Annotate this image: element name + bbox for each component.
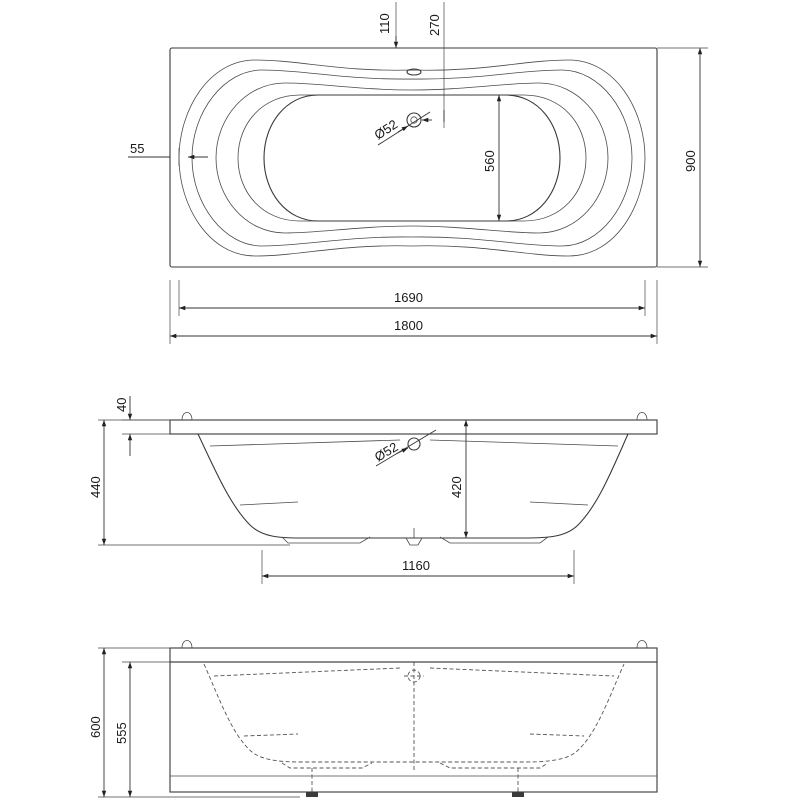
dim-55-label: 55 (130, 141, 144, 156)
dim-270-label: 270 (427, 14, 442, 36)
overflow-icon (406, 68, 422, 76)
top-view: 110 270 Ø52 55 560 900 1690 1800 (128, 2, 708, 344)
handle-right-icon (636, 412, 648, 421)
side-body-outline (197, 433, 629, 539)
dim-1160-label: 1160 (402, 558, 430, 573)
front-rim (169, 647, 658, 663)
outer-basin-contour (178, 59, 646, 257)
tub-rim-outline (169, 47, 658, 268)
front-panel (169, 661, 658, 793)
front-hidden-basin (203, 663, 625, 763)
dim-1690-label: 1690 (394, 290, 423, 305)
dim-900-label: 900 (683, 150, 698, 172)
side-inner-line-left (209, 439, 401, 447)
side-feet (281, 536, 549, 544)
side-view: Ø52 40 440 420 1160 (88, 396, 658, 584)
front-handle-right-icon (636, 640, 648, 649)
basin-floor (263, 94, 561, 222)
inner-basin-contour (215, 82, 609, 234)
side-rim (169, 419, 658, 435)
front-hidden-line-left (213, 667, 401, 677)
dim-560-label: 560 (482, 150, 497, 172)
side-drain (405, 537, 423, 546)
drain-icon (406, 112, 422, 128)
floor-contour-outer (237, 94, 587, 222)
dim-1800-label: 1800 (394, 318, 423, 333)
front-view: 600 555 (88, 640, 658, 798)
front-hidden-line-right (429, 667, 615, 677)
leg-right (512, 768, 524, 797)
handle-left-icon (181, 412, 193, 421)
side-overflow-icon (407, 437, 421, 451)
dim-40-label: 40 (114, 398, 129, 412)
leg-left (306, 768, 318, 797)
front-hidden-step-left (243, 733, 299, 737)
dim-555-label: 555 (114, 722, 129, 744)
dim-110-label: 110 (377, 13, 392, 34)
side-step-right (529, 501, 589, 506)
dim-600-label: 600 (88, 716, 103, 738)
drain-diameter-label: Ø52 (371, 117, 400, 143)
middle-basin-contour (191, 69, 633, 247)
dim-420-label: 420 (449, 476, 464, 498)
side-drain-diameter-label: Ø52 (372, 439, 401, 465)
front-handle-left-icon (181, 640, 193, 649)
side-inner-line-right (429, 439, 619, 447)
dim-440-label: 440 (88, 476, 103, 498)
side-step-left (239, 501, 299, 506)
front-hidden-step-right (529, 733, 585, 737)
front-hidden-feet (281, 762, 549, 769)
